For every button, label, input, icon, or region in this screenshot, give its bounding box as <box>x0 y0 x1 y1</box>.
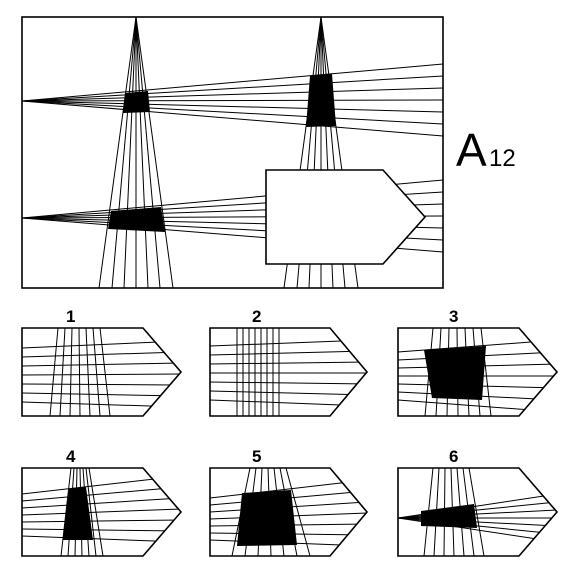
overlap-upper-right <box>306 74 336 127</box>
main-figure <box>21 16 444 289</box>
option-number: 2 <box>252 307 261 326</box>
option-number: 6 <box>449 447 458 466</box>
puzzle-label: A 12 <box>456 124 516 176</box>
option-3-overlap <box>424 346 486 400</box>
option-number: 5 <box>252 447 261 466</box>
puzzle-number: 12 <box>489 145 516 172</box>
option-5[interactable]: 5 <box>209 447 369 557</box>
option-2[interactable]: 2 <box>209 307 369 417</box>
option-3[interactable]: 3 <box>397 307 559 417</box>
option-1[interactable]: 1 <box>21 307 183 417</box>
option-6-overlap <box>421 504 477 528</box>
option-number: 4 <box>66 447 76 466</box>
main-lines <box>22 17 443 288</box>
overlap-lower-left <box>108 207 165 232</box>
option-4[interactable]: 4 <box>21 447 183 557</box>
option-number: 1 <box>66 307 75 326</box>
option-5-overlap <box>237 490 297 546</box>
puzzle-letter: A <box>456 124 487 176</box>
overlap-upper-left <box>123 91 150 113</box>
missing-piece-slot <box>265 169 427 265</box>
option-4-overlap <box>63 487 93 540</box>
option-6[interactable]: 6 <box>397 447 559 557</box>
option-number: 3 <box>449 307 458 326</box>
